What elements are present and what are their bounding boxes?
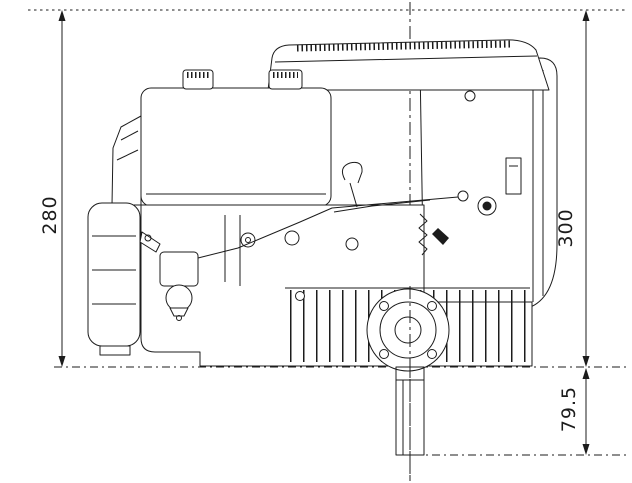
dimension-label-right: 300	[555, 208, 577, 248]
choke-lever	[432, 228, 449, 245]
dimension-line-79-5	[582, 368, 590, 455]
blower-housing	[419, 57, 558, 311]
dimension-label-left: 280	[39, 195, 61, 235]
throttle-spring	[418, 213, 428, 256]
top-shroud	[267, 39, 550, 91]
ignition-terminal	[477, 196, 497, 216]
hardware-details	[139, 196, 497, 301]
dimension-label-shaft: 79.5	[558, 385, 580, 433]
oil-cap	[268, 69, 303, 90]
governor-linkage	[197, 190, 469, 259]
dipstick	[341, 161, 363, 208]
housing-bracket	[505, 157, 522, 195]
carburetor	[159, 251, 199, 321]
fuel-tank	[140, 87, 332, 207]
muffler	[87, 202, 141, 356]
fuel-cap	[182, 69, 214, 90]
engine-body	[87, 39, 558, 372]
left-shroud	[111, 115, 142, 206]
pto-pulley	[366, 288, 450, 372]
dimension-line-280	[58, 10, 66, 367]
dimension-line-300	[582, 10, 590, 367]
